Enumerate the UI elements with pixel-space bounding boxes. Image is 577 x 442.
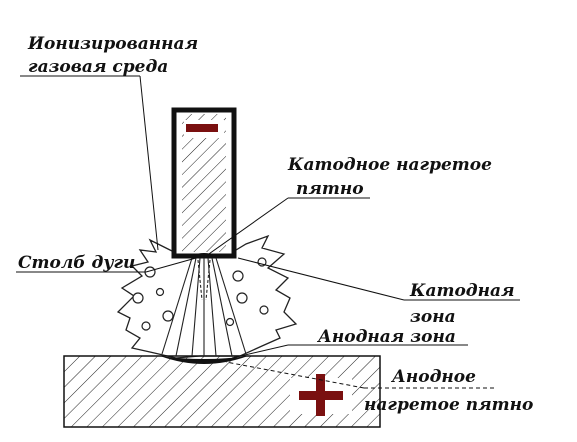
label-cathode-zone-line1: Катодная bbox=[409, 281, 515, 301]
label-ionized-gas-line1: Ионизированная bbox=[27, 34, 198, 54]
label-cathode-zone-line2: зона bbox=[410, 307, 456, 327]
electrode-minus-sign bbox=[186, 124, 218, 132]
cathode-heated-spot bbox=[190, 253, 218, 256]
label-cathode-spot-line1: Катодное нагретое bbox=[287, 155, 492, 175]
label-anode-spot-line1: Анодное bbox=[390, 367, 476, 387]
workpiece-plus-sign bbox=[299, 374, 343, 416]
workpiece bbox=[63, 355, 381, 428]
label-arc-column: Столб дуги bbox=[18, 253, 135, 273]
label-anode-zone: Анодная зона bbox=[316, 327, 456, 347]
label-anode-spot-line2: нагретое пятно bbox=[364, 395, 533, 415]
arc-column bbox=[161, 257, 247, 357]
leader-lines bbox=[16, 75, 520, 389]
label-cathode-spot-line2: пятно bbox=[296, 179, 364, 199]
label-ionized-gas-line2: газовая среда bbox=[28, 57, 168, 77]
